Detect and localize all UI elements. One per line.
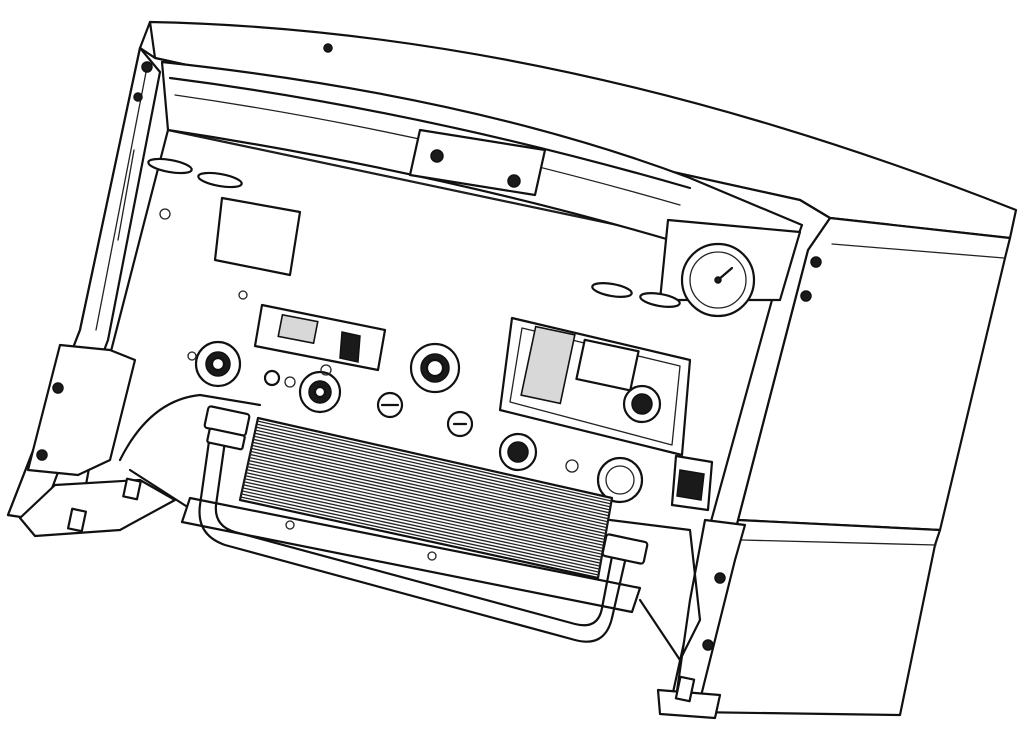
heat-exchanger-fin xyxy=(242,487,601,567)
heat-exchanger-fin xyxy=(253,435,610,517)
heat-exchanger-fin xyxy=(241,490,601,570)
vent-slots xyxy=(147,157,681,308)
heat-exchanger-fin xyxy=(252,441,609,523)
heat-exchanger-fin xyxy=(250,450,607,532)
carry-handle xyxy=(198,405,649,643)
pressure-gauge xyxy=(658,218,802,318)
heat-exchanger-fin xyxy=(249,453,607,535)
heat-exchanger-fin xyxy=(244,478,603,558)
heat-exchanger-fin xyxy=(252,438,610,520)
screws xyxy=(36,61,822,651)
heat-exchanger-fin xyxy=(256,420,613,502)
heat-exchanger-fin xyxy=(248,459,606,541)
heat-exchanger-fin xyxy=(242,484,602,564)
heat-exchanger xyxy=(238,416,614,580)
backplate xyxy=(159,196,387,372)
heat-exchanger-fin xyxy=(246,468,604,550)
heat-exchanger-fin xyxy=(254,432,611,514)
heat-exchanger-fin xyxy=(254,429,611,511)
bracket-left xyxy=(18,343,177,538)
pipe-fittings xyxy=(187,340,644,504)
condensate-trap xyxy=(670,454,714,512)
heat-exchanger-fin xyxy=(251,444,608,526)
lower-rail xyxy=(180,496,642,614)
heat-exchanger-fins xyxy=(240,420,613,576)
heat-exchanger-fin xyxy=(248,456,606,538)
heat-exchanger-fin xyxy=(255,426,612,508)
bracket-right xyxy=(656,518,747,720)
heat-exchanger-fin xyxy=(240,496,600,576)
heat-exchanger-fin xyxy=(245,472,604,552)
heat-exchanger-fin xyxy=(243,481,602,561)
valve-window xyxy=(498,316,692,457)
heat-exchanger-fin xyxy=(256,423,612,505)
heat-exchanger-fin xyxy=(250,447,608,529)
heat-exchanger-fin xyxy=(240,493,600,573)
control-fascia xyxy=(160,43,804,260)
heat-exchanger-fin xyxy=(246,465,605,547)
heat-exchanger-fin xyxy=(244,475,603,555)
lower-frame xyxy=(118,393,702,662)
heat-exchanger-fin xyxy=(247,462,605,544)
